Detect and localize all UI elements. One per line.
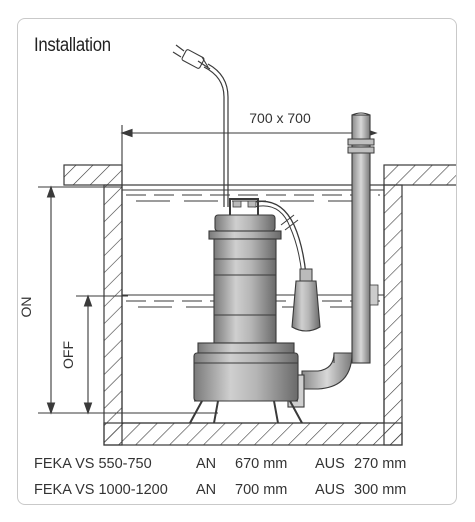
on-value: 670 mm <box>235 456 288 472</box>
off-label: AUS <box>315 456 345 472</box>
level-off-label: OFF <box>60 341 76 369</box>
on-value: 700 mm <box>235 482 288 498</box>
width-dimension <box>120 125 378 185</box>
off-value: 270 mm <box>354 456 407 472</box>
level-on-label: ON <box>18 297 34 318</box>
diagram-card: Installation <box>17 18 457 505</box>
dimension-label: 700 x 700 <box>249 110 311 126</box>
model-name: FEKA VS 550-750 <box>34 456 152 472</box>
off-value: 300 mm <box>354 482 407 498</box>
model-name: FEKA VS 1000-1200 <box>34 482 168 498</box>
diagram-title: Installation <box>34 35 111 56</box>
power-cable <box>203 63 229 207</box>
float-switch <box>249 200 321 332</box>
on-label: AN <box>196 456 217 472</box>
off-label: AUS <box>315 482 345 498</box>
spec-row: FEKA VS 1000-1200 AN 700 mm AUS 300 mm <box>34 477 454 503</box>
level-dimensions <box>38 185 218 415</box>
plug-icon <box>172 44 211 70</box>
discharge-pipe <box>287 112 379 408</box>
spec-table: FEKA VS 550-750 AN 670 mm AUS 270 mm FEK… <box>34 451 454 503</box>
on-label: AN <box>196 482 217 498</box>
pit-structure <box>63 164 456 446</box>
installation-diagram: ON OFF 700 x 700 <box>18 44 456 446</box>
submersible-pump <box>189 198 303 424</box>
spec-row: FEKA VS 550-750 AN 670 mm AUS 270 mm <box>34 451 454 477</box>
